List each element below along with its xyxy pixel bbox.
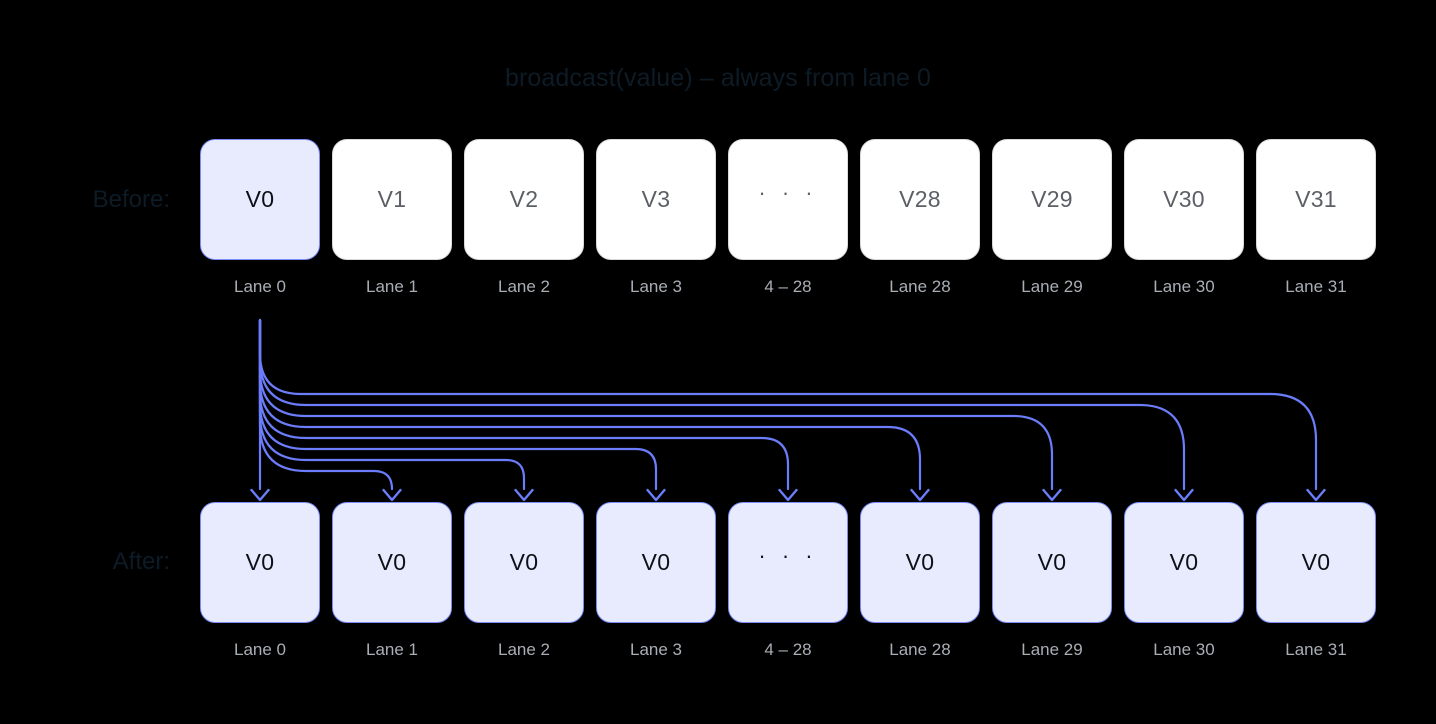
- broadcast-arrow-7: [258, 318, 1186, 491]
- lane-value: V0: [377, 549, 407, 575]
- lane-caption-before-3: Lane 3: [630, 277, 682, 296]
- lane-caption-after-2: Lane 2: [498, 640, 550, 659]
- lane-box-before-7[interactable]: V30: [1124, 139, 1244, 260]
- broadcast-arrow-4: [258, 318, 790, 491]
- lane-caption-after-6: Lane 29: [1021, 640, 1083, 659]
- ellipsis-glyph: · · ·: [758, 180, 818, 206]
- lane-value: V0: [1169, 549, 1199, 575]
- row-label-before: Before:: [92, 186, 170, 213]
- lane-caption-before-8: Lane 31: [1285, 277, 1347, 296]
- broadcast-arrow-7-head: [1174, 488, 1194, 502]
- diagram-title: broadcast(value) – always from lane 0: [504, 64, 932, 92]
- lane-caption-after-4: 4 – 28: [764, 640, 812, 659]
- lane-caption-after-7: Lane 30: [1153, 640, 1215, 659]
- lane-box-after-1[interactable]: V0: [332, 502, 452, 623]
- lane-caption-before-2: Lane 2: [498, 277, 550, 296]
- lane-caption-after-0: Lane 0: [234, 640, 286, 659]
- lane-caption-before-6: Lane 29: [1021, 277, 1083, 296]
- lane-box-before-5[interactable]: V28: [860, 139, 980, 260]
- lane-value: V0: [1037, 549, 1067, 575]
- lane-box-after-6[interactable]: V0: [992, 502, 1112, 623]
- lane-box-before-3[interactable]: V3: [596, 139, 716, 260]
- lane-box-before-2[interactable]: V2: [464, 139, 584, 260]
- lane-caption-after-1: Lane 1: [366, 640, 418, 659]
- lane-box-before-1[interactable]: V1: [332, 139, 452, 260]
- lane-box-after-2[interactable]: V0: [464, 502, 584, 623]
- lane-caption-before-4: 4 – 28: [764, 277, 812, 296]
- lane-value: V30: [1163, 186, 1205, 212]
- lane-box-after-8[interactable]: V0: [1256, 502, 1376, 623]
- lane-box-after-5[interactable]: V0: [860, 502, 980, 623]
- lane-value: V0: [1301, 549, 1331, 575]
- lane-value: V2: [509, 186, 539, 212]
- lane-box-before-4[interactable]: · · ·: [728, 139, 848, 260]
- lane-value: V28: [899, 186, 941, 212]
- broadcast-arrow-3: [258, 318, 658, 491]
- broadcast-arrow-5: [258, 318, 922, 491]
- broadcast-arrow-8-head: [1306, 488, 1326, 502]
- broadcast-arrow-6: [258, 318, 1054, 491]
- lane-value: V1: [377, 186, 407, 212]
- lane-caption-before-5: Lane 28: [889, 277, 951, 296]
- ellipsis-glyph: · · ·: [758, 543, 818, 569]
- lane-box-before-0[interactable]: V0: [200, 139, 320, 260]
- broadcast-arrow-3-head: [646, 488, 666, 502]
- lane-caption-after-3: Lane 3: [630, 640, 682, 659]
- lane-value: V0: [509, 549, 539, 575]
- lane-box-after-4[interactable]: · · ·: [728, 502, 848, 623]
- broadcast-arrow-2: [258, 318, 526, 491]
- lane-box-before-8[interactable]: V31: [1256, 139, 1376, 260]
- lane-value: V0: [245, 549, 275, 575]
- broadcast-arrow-1-head: [382, 488, 402, 502]
- lane-caption-after-5: Lane 28: [889, 640, 951, 659]
- lane-caption-before-0: Lane 0: [234, 277, 286, 296]
- lane-value: V31: [1295, 186, 1337, 212]
- lane-caption-before-1: Lane 1: [366, 277, 418, 296]
- lane-box-before-6[interactable]: V29: [992, 139, 1112, 260]
- lane-value: V3: [641, 186, 671, 212]
- broadcast-arrow-6-head: [1042, 488, 1062, 502]
- lane-box-after-3[interactable]: V0: [596, 502, 716, 623]
- row-label-after: After:: [112, 548, 170, 575]
- broadcast-arrow-8: [258, 318, 1318, 491]
- lane-value: V0: [905, 549, 935, 575]
- lane-box-after-7[interactable]: V0: [1124, 502, 1244, 623]
- lane-caption-before-7: Lane 30: [1153, 277, 1215, 296]
- broadcast-arrow-0-head: [250, 488, 270, 502]
- broadcast-arrow-5-head: [910, 488, 930, 502]
- lane-value: V0: [641, 549, 671, 575]
- broadcast-arrow-4-head: [778, 488, 798, 502]
- broadcast-arrow-1: [258, 318, 394, 491]
- lane-caption-after-8: Lane 31: [1285, 640, 1347, 659]
- lane-value: V29: [1031, 186, 1073, 212]
- lane-box-after-0[interactable]: V0: [200, 502, 320, 623]
- lane-value: V0: [245, 186, 275, 212]
- broadcast-arrow-2-head: [514, 488, 534, 502]
